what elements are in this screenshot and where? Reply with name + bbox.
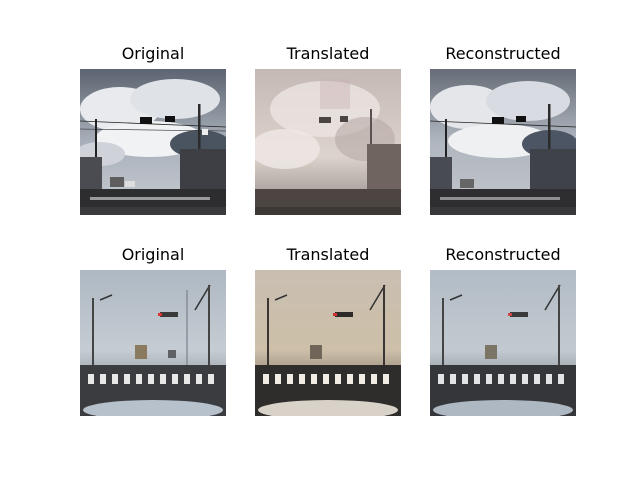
street-cloudy-original-image: [80, 69, 226, 215]
street-cloudy-reconstructed-image: [430, 69, 576, 215]
panel-title: Original: [121, 44, 185, 63]
panel-title: Translated: [286, 245, 370, 264]
panel-title: Reconstructed: [445, 44, 561, 63]
intersection-translated-image: [255, 270, 401, 416]
panel-title: Translated: [286, 44, 370, 63]
intersection-foggy-original-image: [80, 270, 226, 416]
panel-title: Original: [121, 245, 185, 264]
street-foggy-translated-image: [255, 69, 401, 215]
panel-title: Reconstructed: [445, 245, 561, 264]
intersection-reconstructed-image: [430, 270, 576, 416]
